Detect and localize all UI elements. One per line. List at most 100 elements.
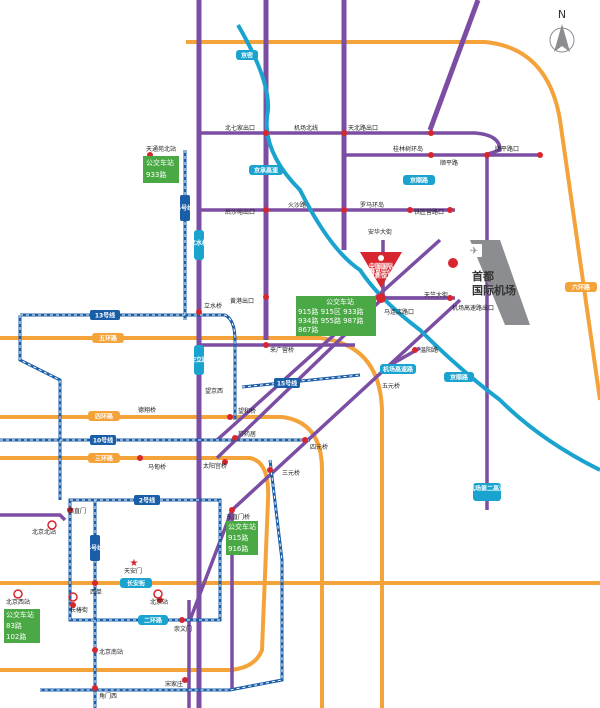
- road-beiqijia: [199, 131, 502, 157]
- svg-text:太阳宫桥: 太阳宫桥: [203, 462, 227, 470]
- road-northeast: [427, 0, 481, 131]
- svg-text:N: N: [558, 8, 566, 21]
- svg-text:德翔桥: 德翔桥: [138, 406, 156, 414]
- tiananmen-star-icon: ★: [130, 558, 139, 569]
- svg-text:崇文门: 崇文门: [174, 625, 192, 633]
- svg-text:✈: ✈: [470, 246, 478, 257]
- svg-text:立水桥: 立水桥: [204, 302, 222, 310]
- place-labels: 天通苑北站 北七家出口 机场北线 天北路出口 桂林树环岛 顺平路 顺平路口 后沙…: [6, 124, 519, 700]
- svg-text:934路 955路 987路: 934路 955路 987路: [298, 316, 364, 325]
- svg-text:三环路: 三环路: [95, 455, 114, 463]
- rail-station-icons: [13, 520, 163, 602]
- svg-text:罗马环岛: 罗马环岛: [360, 201, 384, 209]
- svg-text:10号线: 10号线: [93, 437, 113, 445]
- svg-text:机场第二高速: 机场第二高速: [469, 485, 505, 493]
- svg-text:公交车站: 公交车站: [326, 297, 354, 306]
- ring-road-5: [0, 336, 384, 708]
- svg-text:京密: 京密: [241, 52, 253, 60]
- svg-text:西直门: 西直门: [68, 507, 86, 515]
- svg-text:马连店路口: 马连店路口: [384, 308, 414, 316]
- bus-box-west: 公交车站 83路 102路: [4, 609, 40, 643]
- svg-text:京顺路: 京顺路: [410, 177, 429, 185]
- svg-text:火沙路: 火沙路: [288, 201, 306, 209]
- svg-text:长椿街: 长椿街: [70, 606, 88, 614]
- compass-north-icon: N: [549, 8, 575, 53]
- svg-text:北七家出口: 北七家出口: [225, 124, 255, 132]
- venue-marker: [360, 252, 402, 288]
- svg-text:天竺大街: 天竺大街: [424, 291, 448, 299]
- svg-text:公交车站: 公交车站: [228, 522, 256, 531]
- svg-text:北京北站: 北京北站: [32, 528, 56, 536]
- svg-text:公交车站: 公交车站: [146, 158, 174, 167]
- ring-road-4: [0, 415, 324, 708]
- svg-text:顺平路: 顺平路: [440, 159, 458, 167]
- svg-text:933路: 933路: [146, 170, 166, 179]
- svg-text:机场高速路: 机场高速路: [383, 366, 414, 374]
- svg-text:东直门桥: 东直门桥: [226, 513, 250, 521]
- svg-text:京顺路: 京顺路: [450, 374, 469, 382]
- svg-text:望京西: 望京西: [205, 387, 223, 395]
- airport-icon: ✈: [466, 244, 482, 257]
- metro-airport-link: [40, 459, 284, 692]
- svg-text:六环路: 六环路: [572, 284, 591, 292]
- svg-text:望和桥: 望和桥: [238, 407, 256, 415]
- svg-text:桂林树环岛: 桂林树环岛: [393, 145, 423, 153]
- svg-text:机场高速路出口: 机场高速路出口: [452, 304, 494, 312]
- svg-text:二环路: 二环路: [144, 617, 163, 625]
- metro-13-west: [18, 315, 62, 500]
- svg-text:宋家庄: 宋家庄: [165, 680, 183, 688]
- svg-text:天安门: 天安门: [124, 567, 142, 575]
- road-airport-exp-2: [230, 298, 462, 512]
- svg-text:13号线: 13号线: [95, 312, 115, 320]
- svg-text:天通苑北站: 天通苑北站: [146, 145, 176, 153]
- svg-text:915路: 915路: [228, 533, 248, 542]
- svg-text:公交车站: 公交车站: [6, 610, 34, 619]
- road-badges: 京密 京承高速 京顺路 六环路 五环路 四环路 三环路 二环路 长安街 机场高速…: [88, 50, 597, 625]
- svg-text:四环路: 四环路: [95, 413, 114, 421]
- airport-name-2: 国际机场: [472, 283, 516, 297]
- svg-text:马甸桥: 马甸桥: [148, 463, 166, 471]
- road-airport-exp-1: [215, 238, 442, 442]
- svg-text:915路 915区 933路: 915路 915区 933路: [298, 307, 364, 316]
- bus-box-dongzhi: 公交车站 915路 916路: [226, 521, 258, 555]
- svg-text:北京南站: 北京南站: [99, 648, 123, 656]
- svg-text:京承高速: 京承高速: [254, 167, 278, 175]
- svg-text:5号线: 5号线: [177, 204, 193, 212]
- svg-text:867路: 867路: [298, 325, 318, 334]
- airport-terminal: [470, 240, 530, 325]
- bus-box-center: 公交车站 915路 915区 933路 934路 955路 987路 867路: [296, 296, 376, 336]
- svg-text:安立路: 安立路: [190, 356, 209, 364]
- svg-text:展览中心: 展览中心: [369, 267, 393, 275]
- svg-text:后沙峪出口: 后沙峪出口: [225, 208, 255, 216]
- svg-text:芍药居: 芍药居: [238, 430, 256, 438]
- svg-text:中国国际: 中国国际: [369, 262, 393, 270]
- river: [236, 23, 600, 472]
- svg-text:天北路出口: 天北路出口: [348, 124, 378, 132]
- svg-text:立水桥: 立水桥: [190, 239, 209, 247]
- svg-text:916路: 916路: [228, 544, 248, 553]
- svg-text:黄港出口: 黄港出口: [230, 297, 254, 305]
- svg-text:西单: 西单: [90, 588, 102, 596]
- bus-box-tiantong: 公交车站 933路: [143, 156, 179, 183]
- svg-text:北京站: 北京站: [150, 598, 168, 606]
- svg-text:铁匠营路口: 铁匠营路口: [414, 208, 444, 216]
- airport-name-1: 首都: [472, 269, 494, 283]
- svg-text:(新馆): (新馆): [372, 272, 390, 280]
- svg-text:长安街: 长安街: [127, 580, 145, 588]
- road-r2-bottom: [188, 509, 234, 690]
- svg-text:四元桥: 四元桥: [310, 443, 328, 451]
- svg-text:三元桥: 三元桥: [282, 469, 300, 477]
- svg-text:来广营桥: 来广营桥: [270, 346, 294, 354]
- svg-text:顺平路口: 顺平路口: [495, 145, 519, 153]
- svg-text:机场北线: 机场北线: [294, 124, 318, 132]
- svg-text:15号线: 15号线: [277, 380, 297, 388]
- venue-dot: [376, 293, 386, 303]
- svg-text:北京西站: 北京西站: [6, 598, 30, 606]
- ring-road-6: [186, 40, 600, 401]
- svg-text:4号线: 4号线: [87, 544, 103, 552]
- svg-text:温阳路: 温阳路: [420, 346, 438, 354]
- svg-text:五环路: 五环路: [99, 335, 118, 343]
- svg-text:角门西: 角门西: [99, 692, 117, 700]
- metro-badges: 5号线 13号线 15号线 10号线 2号线 4号线: [87, 195, 300, 561]
